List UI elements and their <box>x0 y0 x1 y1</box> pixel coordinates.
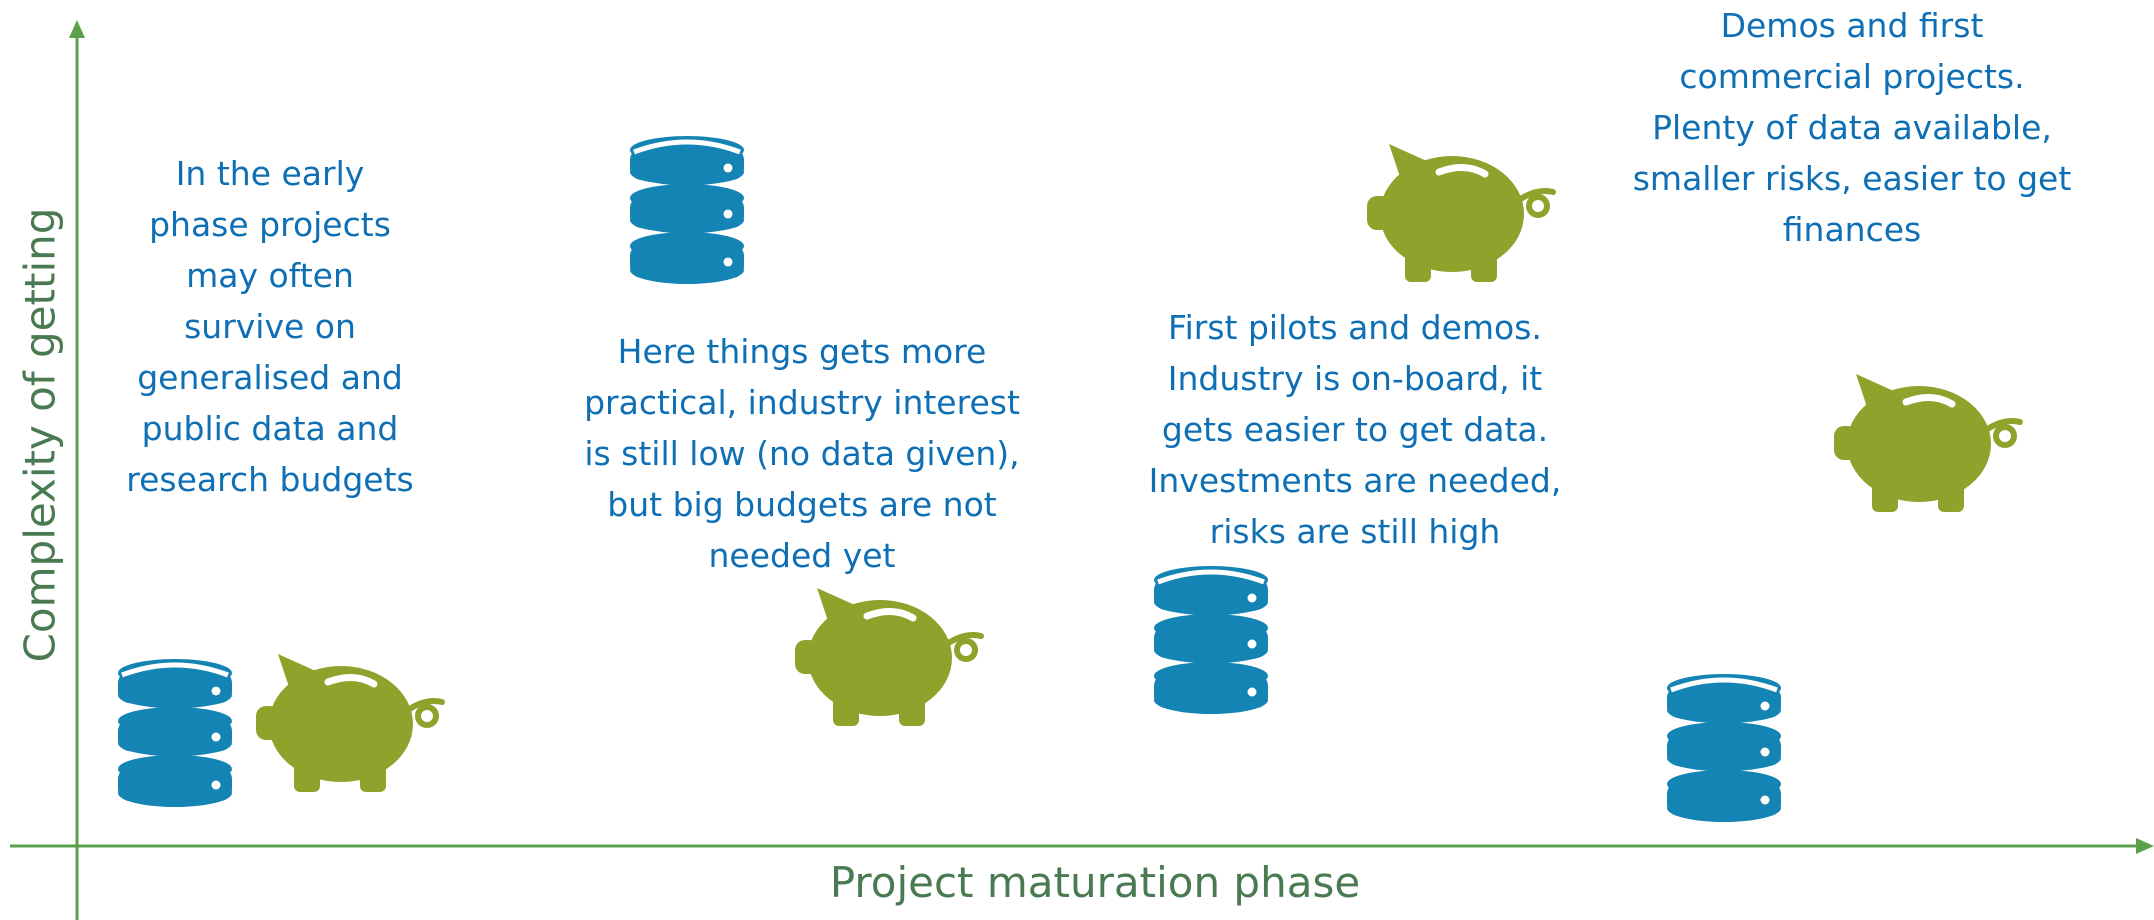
x-axis-arrowhead <box>2136 838 2154 854</box>
text-line: First pilots and demos. <box>1168 308 1542 347</box>
text-line: is still low (no data given), <box>584 434 1020 473</box>
text-line: Investments are needed, <box>1148 461 1562 500</box>
text-line: research budgets <box>126 460 414 499</box>
database-icon <box>629 136 745 284</box>
phase-2-text: Here things gets more practical, industr… <box>552 326 1052 581</box>
text-line: may often <box>186 256 354 295</box>
text-line: practical, industry interest <box>584 383 1020 422</box>
database-icon <box>1153 566 1269 714</box>
text-line: In the early <box>175 154 365 193</box>
piggy-bank-icon <box>1834 374 2023 512</box>
piggy-bank-icon <box>795 588 984 726</box>
phase-3-text: First pilots and demos. Industry is on-b… <box>1105 302 1605 557</box>
x-axis-label: Project maturation phase <box>829 858 1361 907</box>
text-line: survive on <box>184 307 356 346</box>
text-line: commercial projects. <box>1679 57 2025 96</box>
text-line: generalised and <box>137 358 403 397</box>
database-icon <box>117 659 233 807</box>
text-line: smaller risks, easier to get <box>1632 159 2072 198</box>
text-line: gets easier to get data. <box>1161 410 1549 449</box>
database-icon <box>1666 674 1782 822</box>
phase-4-text: Demos and first commercial projects. Ple… <box>1602 0 2102 255</box>
text-line: phase projects <box>149 205 391 244</box>
text-line: public data and <box>141 409 399 448</box>
text-line: Demos and first <box>1720 6 1984 45</box>
text-line: needed yet <box>708 536 896 575</box>
text-line: Industry is on-board, it <box>1167 359 1543 398</box>
text-line: Here things gets more <box>617 332 987 371</box>
text-line: finances <box>1782 210 1922 249</box>
piggy-bank-icon <box>256 654 445 792</box>
y-axis-label: Complexity of getting <box>15 207 65 663</box>
y-axis-arrowhead <box>69 20 85 38</box>
text-line: risks are still high <box>1209 512 1501 551</box>
phase-1-text: In the early phase projects may often su… <box>70 148 470 505</box>
text-line: but big budgets are not <box>607 485 997 524</box>
text-line: Plenty of data available, <box>1652 108 2052 147</box>
piggy-bank-icon <box>1367 144 1556 282</box>
